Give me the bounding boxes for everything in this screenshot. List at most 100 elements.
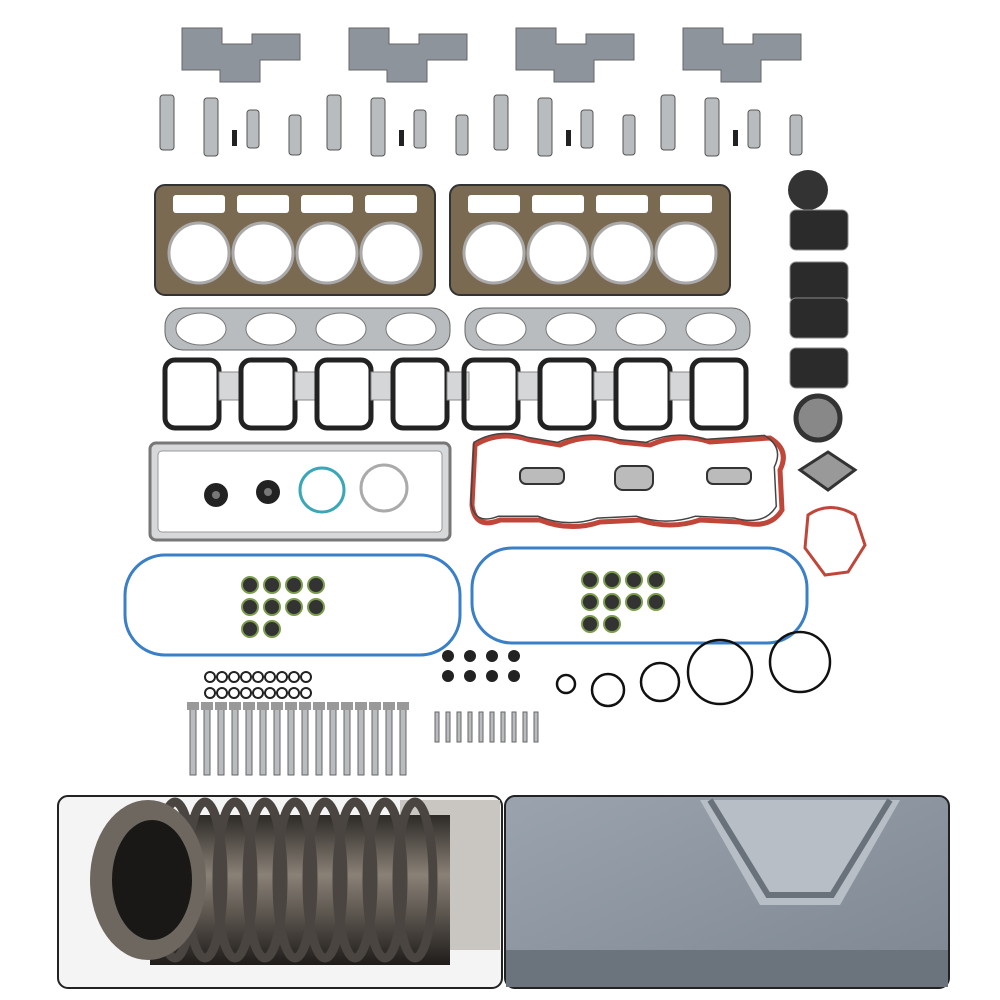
head-bolt (301, 704, 309, 776)
small-o-ring (288, 671, 300, 683)
small-o-ring (276, 671, 288, 683)
spring-coil (392, 797, 438, 963)
head-bolt (315, 704, 323, 776)
valve-stem-seal (625, 571, 643, 589)
exhaust-port (545, 312, 597, 346)
intake-plate (669, 371, 693, 401)
intake-plate (218, 371, 242, 401)
exhaust-port (385, 312, 437, 346)
small-o-ring (228, 687, 240, 699)
exhaust-manifold-gaskets (164, 307, 751, 351)
o-rings-and-seals (204, 630, 832, 708)
lifter (159, 94, 175, 151)
lifter (246, 109, 260, 149)
cover-plate-gasket (789, 347, 849, 389)
small-o-ring (264, 687, 276, 699)
bolt-head (243, 702, 255, 710)
cylinder-bore (526, 221, 590, 285)
bolt-head (383, 702, 395, 710)
small-o-ring (276, 687, 288, 699)
lifter (370, 97, 386, 157)
bolt-head (229, 702, 241, 710)
small-o-ring (288, 687, 300, 699)
bolt-head (369, 702, 381, 710)
coolant-port (596, 195, 648, 213)
head-bolts (187, 702, 539, 776)
exhaust-port (315, 312, 367, 346)
intake-gaskets (162, 357, 749, 431)
small-o-ring (300, 671, 312, 683)
exhaust-port (615, 312, 667, 346)
small-o-ring (300, 687, 312, 699)
head-bolt (259, 704, 267, 776)
valve-stem-seal (241, 620, 259, 638)
exhaust-port (685, 312, 737, 346)
lifter (326, 94, 342, 151)
exhaust-port (475, 312, 527, 346)
lifter (493, 94, 509, 151)
valley-cover-gasket (148, 441, 452, 542)
oil-pump-gasket (797, 450, 858, 492)
small-o-ring (216, 671, 228, 683)
coolant-port (173, 195, 225, 213)
timing-cover-gaskets (788, 170, 858, 492)
cylinder-bore (295, 221, 359, 285)
guide-bolt (566, 130, 571, 146)
oil-pan-gasket (469, 432, 867, 577)
lifter (413, 109, 427, 149)
small-bolt (489, 711, 495, 743)
intake-gasket (537, 357, 597, 431)
intake-plate (517, 371, 541, 401)
small-bolt (456, 711, 462, 743)
tray-detail-photo (504, 795, 950, 989)
small-o-ring (252, 687, 264, 699)
small-bolt (522, 711, 528, 743)
bolt-head (313, 702, 325, 710)
coolant-port (660, 195, 712, 213)
cylinder-bore (231, 221, 295, 285)
valve-stem-seal (263, 598, 281, 616)
bolt-head (299, 702, 311, 710)
lifter-trays (181, 27, 802, 83)
lifters (159, 94, 803, 157)
coolant-port (365, 195, 417, 213)
spark-plug-tube-seal (464, 650, 476, 662)
valve-stem-seal (647, 571, 665, 589)
intake-gasket (613, 357, 673, 431)
lifter (537, 97, 553, 157)
small-o-ring (264, 671, 276, 683)
small-o-ring (240, 687, 252, 699)
guide-bolt (232, 130, 237, 146)
valve-cover-gasket (470, 546, 809, 645)
exhaust-port (245, 312, 297, 346)
valve-stem-seal (647, 593, 665, 611)
bolt-head (355, 702, 367, 710)
cover-plate-gasket (789, 297, 849, 339)
valve-stem-seal (581, 615, 599, 633)
cover-plate-gasket (789, 261, 849, 303)
intake-plate (370, 371, 394, 401)
lifter-tray (682, 27, 802, 83)
lifter (580, 109, 594, 149)
head-bolt (273, 704, 281, 776)
bolt-head (397, 702, 409, 710)
small-o-ring (216, 687, 228, 699)
small-bolt (533, 711, 539, 743)
valve-stem-seal (241, 598, 259, 616)
spring-coil (362, 797, 408, 963)
small-bolt (478, 711, 484, 743)
valve-stem-seal (625, 593, 643, 611)
bolt-head (327, 702, 339, 710)
cylinder-bore (654, 221, 718, 285)
spring-coil (272, 797, 318, 963)
lifter-tray (515, 27, 635, 83)
intake-plate (294, 371, 318, 401)
spark-plug-tube-seal (486, 650, 498, 662)
spark-plug-tube-seal (442, 670, 454, 682)
spark-plug-tube-seal (442, 650, 454, 662)
valve-cover-gaskets (123, 546, 809, 657)
head-bolt (203, 704, 211, 776)
head-bolt (343, 704, 351, 776)
coolant-port (468, 195, 520, 213)
